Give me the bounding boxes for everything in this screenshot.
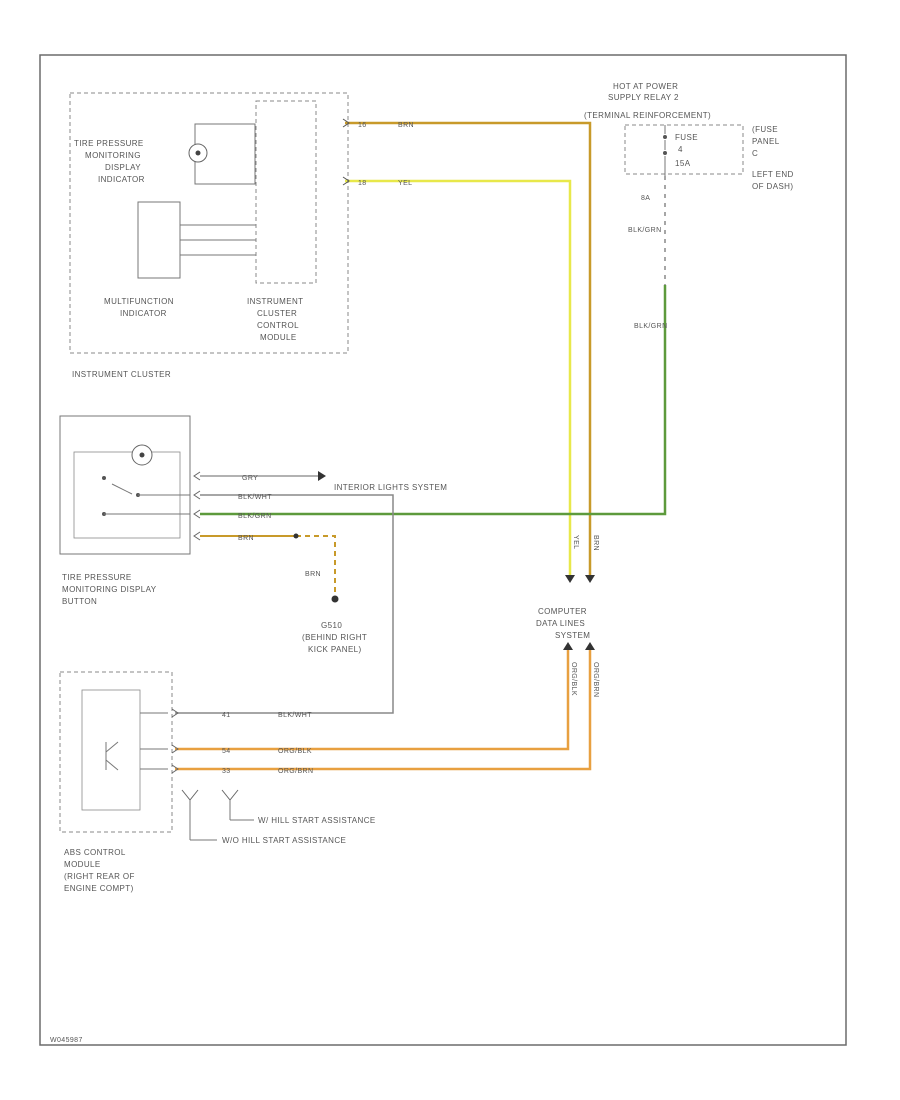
abs-module-box — [59, 671, 173, 833]
button-connector — [193, 471, 201, 541]
arrow-cdl-brn — [585, 575, 595, 583]
abs-pin-33: 33 — [222, 768, 231, 775]
arrow-interior-lights — [318, 471, 326, 481]
abs-module-inner-box — [81, 689, 141, 811]
wire-label-brn-ground: BRN — [238, 535, 254, 542]
fuse-panel-box — [624, 124, 744, 175]
supply-relay-label: SUPPLY RELAY 2 — [608, 93, 679, 102]
wire-org-blk — [175, 650, 570, 751]
cluster-control-module-box — [255, 100, 317, 284]
wire-label-org-blk-vertical: ORG/BLK — [570, 662, 577, 696]
instrument-cluster-label: INSTRUMENT CLUSTER — [72, 370, 171, 379]
wire-label-blk-wht-abs: BLK/WHT — [278, 712, 312, 719]
tpms-button-lamp-core — [139, 452, 145, 458]
tpms-button-label-1: TIRE PRESSURE — [62, 573, 132, 582]
fuse-panel-label-3: C — [752, 149, 758, 158]
tpms-indicator-lamp-core — [195, 150, 201, 156]
pin-16-label: 16 — [358, 122, 367, 129]
instrument-cluster-box — [69, 92, 349, 354]
abs-label-3: (RIGHT REAR OF — [64, 872, 135, 881]
wire-label-yel-top: YEL — [398, 180, 412, 187]
terminal-reinforcement-label: (TERMINAL REINFORCEMENT) — [584, 111, 711, 120]
wire-label-yel-vertical: YEL — [572, 535, 579, 549]
mfi-label-2: INDICATOR — [120, 309, 167, 318]
tpms-button-label-3: BUTTON — [62, 597, 97, 606]
wire-label-brn-g510: BRN — [305, 571, 321, 578]
wire-label-gry: GRY — [242, 475, 258, 482]
fuse-label: FUSE — [675, 133, 698, 142]
icm-label-1: INSTRUMENT — [247, 297, 303, 306]
fuse-panel-label-5: OF DASH) — [752, 182, 793, 191]
fuse-pin-label: 8A — [641, 195, 650, 202]
icm-label-3: CONTROL — [257, 321, 299, 330]
fuse-panel-label-1: (FUSE — [752, 125, 778, 134]
fuse-terminal-bottom — [663, 151, 667, 155]
ground-g510-dot — [331, 595, 339, 603]
wire-brn-ground-dashed — [296, 535, 336, 596]
hot-power-label: HOT AT POWER — [613, 82, 678, 91]
wire-label-org-brn-vertical: ORG/BRN — [592, 662, 599, 697]
wire-label-blk-grn-1: BLK/GRN — [628, 227, 662, 234]
tpms-indicator-label-1: TIRE PRESSURE — [74, 139, 144, 148]
tpms-button-label-2: MONITORING DISPLAY — [62, 585, 157, 594]
wire-label-brn-top: BRN — [398, 122, 414, 129]
splice-brn-ground — [293, 533, 299, 539]
wire-label-blk-grn-3: BLK/GRN — [238, 513, 272, 520]
fuse-panel-label-2: PANEL — [752, 137, 780, 146]
abs-connector — [171, 708, 179, 774]
arrow-cdl-org-blk — [563, 642, 573, 650]
ground-label-3: KICK PANEL) — [308, 645, 362, 654]
wire-blk-grn — [200, 285, 667, 516]
option-marker-without-hsa — [181, 789, 199, 801]
switch-contact-1 — [102, 476, 106, 480]
abs-label-4: ENGINE COMPT) — [64, 884, 134, 893]
tpms-indicator-label-2: MONITORING — [85, 151, 141, 160]
option-marker-with-hsa — [221, 789, 239, 801]
pin-18-label: 18 — [358, 180, 367, 187]
abs-label-1: ABS CONTROL — [64, 848, 126, 857]
wire-label-org-blk: ORG/BLK — [278, 748, 312, 755]
abs-pin-41: 41 — [222, 712, 231, 719]
cluster-connector-pin-18 — [342, 176, 350, 186]
wire-label-blk-wht: BLK/WHT — [238, 494, 272, 501]
wire-label-org-brn: ORG/BRN — [278, 768, 313, 775]
wire-yel-cluster — [345, 179, 572, 575]
fuse-terminal-top — [663, 135, 667, 139]
wire-label-blk-grn-2: BLK/GRN — [634, 323, 668, 330]
fuse-number: 4 — [678, 145, 683, 154]
tpms-indicator-label-3: DISPLAY — [105, 163, 141, 172]
mfi-label-1: MULTIFUNCTION — [104, 297, 174, 306]
wire-label-brn-vertical: BRN — [592, 535, 599, 551]
wire-blk-wht — [175, 494, 394, 714]
interior-lights-label: INTERIOR LIGHTS SYSTEM — [334, 483, 447, 492]
transistor-collector — [105, 741, 119, 753]
abs-pin-54: 54 — [222, 748, 231, 755]
tpms-indicator-label-4: INDICATOR — [98, 175, 145, 184]
wire-org-brn — [175, 650, 592, 771]
icm-label-4: MODULE — [260, 333, 297, 342]
ground-label-2: (BEHIND RIGHT — [302, 633, 367, 642]
wire-brn-cluster — [345, 121, 592, 575]
cluster-connector-pin-16 — [342, 118, 350, 128]
without-hsa-label: W/O HILL START ASSISTANCE — [222, 836, 346, 845]
cdl-label-3: SYSTEM — [555, 631, 590, 640]
ground-label-1: G510 — [321, 621, 342, 630]
abs-label-2: MODULE — [64, 860, 101, 869]
tpms-button-box — [59, 415, 191, 555]
cdl-label-1: COMPUTER — [538, 607, 587, 616]
with-hsa-label: W/ HILL START ASSISTANCE — [258, 816, 376, 825]
diagram-border — [39, 54, 847, 1046]
icm-label-2: CLUSTER — [257, 309, 297, 318]
cdl-label-2: DATA LINES — [536, 619, 585, 628]
transistor-emitter — [105, 759, 119, 771]
arrow-cdl-org-brn — [585, 642, 595, 650]
fuse-panel-label-4: LEFT END — [752, 170, 794, 179]
switch-blade — [111, 483, 133, 495]
multifunction-indicator-box — [137, 201, 181, 279]
fuse-amperage: 15A — [675, 159, 691, 168]
footer-code: W045987 — [50, 1037, 83, 1044]
arrow-cdl-yel — [565, 575, 575, 583]
